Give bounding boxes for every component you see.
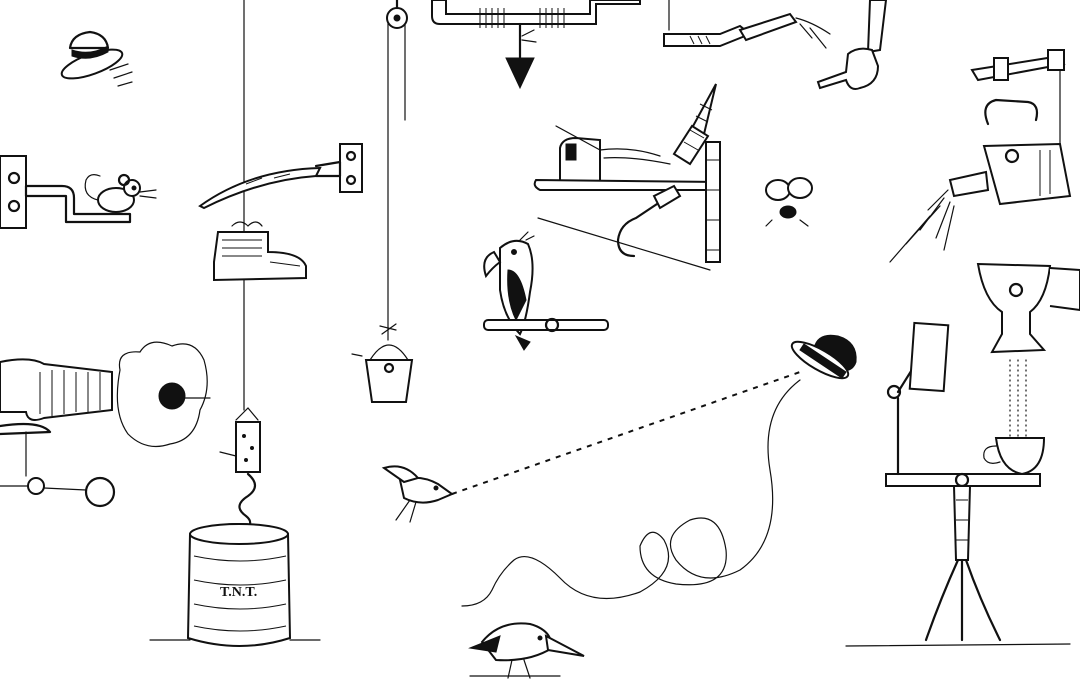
moth-icon xyxy=(765,177,813,227)
pipe-spring-assembly-icon xyxy=(431,0,641,90)
mouse-icon xyxy=(84,173,157,213)
sponge-icon xyxy=(219,407,261,473)
pulley-string xyxy=(387,19,406,341)
scythe-blade-icon xyxy=(198,166,322,210)
tnt-label: T.N.T. xyxy=(220,585,257,600)
dotted-flight-path xyxy=(451,371,801,495)
boot-icon xyxy=(213,221,307,282)
smoke-cloud-icon xyxy=(116,341,211,447)
falling-sand-icon xyxy=(1009,359,1027,441)
perch-bar-icon xyxy=(483,317,609,333)
ground-bird-icon xyxy=(468,622,585,679)
watering-can-icon xyxy=(948,98,1072,206)
pulley-icon xyxy=(386,0,408,29)
hose-nozzle-icon xyxy=(738,12,831,49)
pointing-hand-icon xyxy=(816,0,888,90)
flying-hat-icon xyxy=(60,30,133,87)
blade-bracket-icon xyxy=(314,143,363,193)
tnt-can-icon xyxy=(149,523,321,647)
teacup-icon xyxy=(983,437,1046,476)
flying-bird-icon xyxy=(381,465,455,523)
hook-arm-icon xyxy=(616,184,682,258)
water-spray-icon xyxy=(889,189,955,263)
ring-pull-icon xyxy=(0,431,116,508)
lever-arm-icon xyxy=(886,321,950,476)
hose-clamp-icon xyxy=(663,0,752,47)
blower-icon xyxy=(0,358,113,436)
parrot-icon xyxy=(483,231,535,351)
loopy-wire-path xyxy=(461,379,801,607)
bowler-hat-icon xyxy=(790,334,857,380)
scale-stand-icon xyxy=(845,472,1071,647)
fuse-box-icon xyxy=(555,125,671,185)
funnel-vase-icon xyxy=(976,262,1080,354)
wall-bracket-left xyxy=(0,155,132,229)
hanging-bucket-icon xyxy=(351,323,414,403)
rocket-icon xyxy=(672,83,717,166)
